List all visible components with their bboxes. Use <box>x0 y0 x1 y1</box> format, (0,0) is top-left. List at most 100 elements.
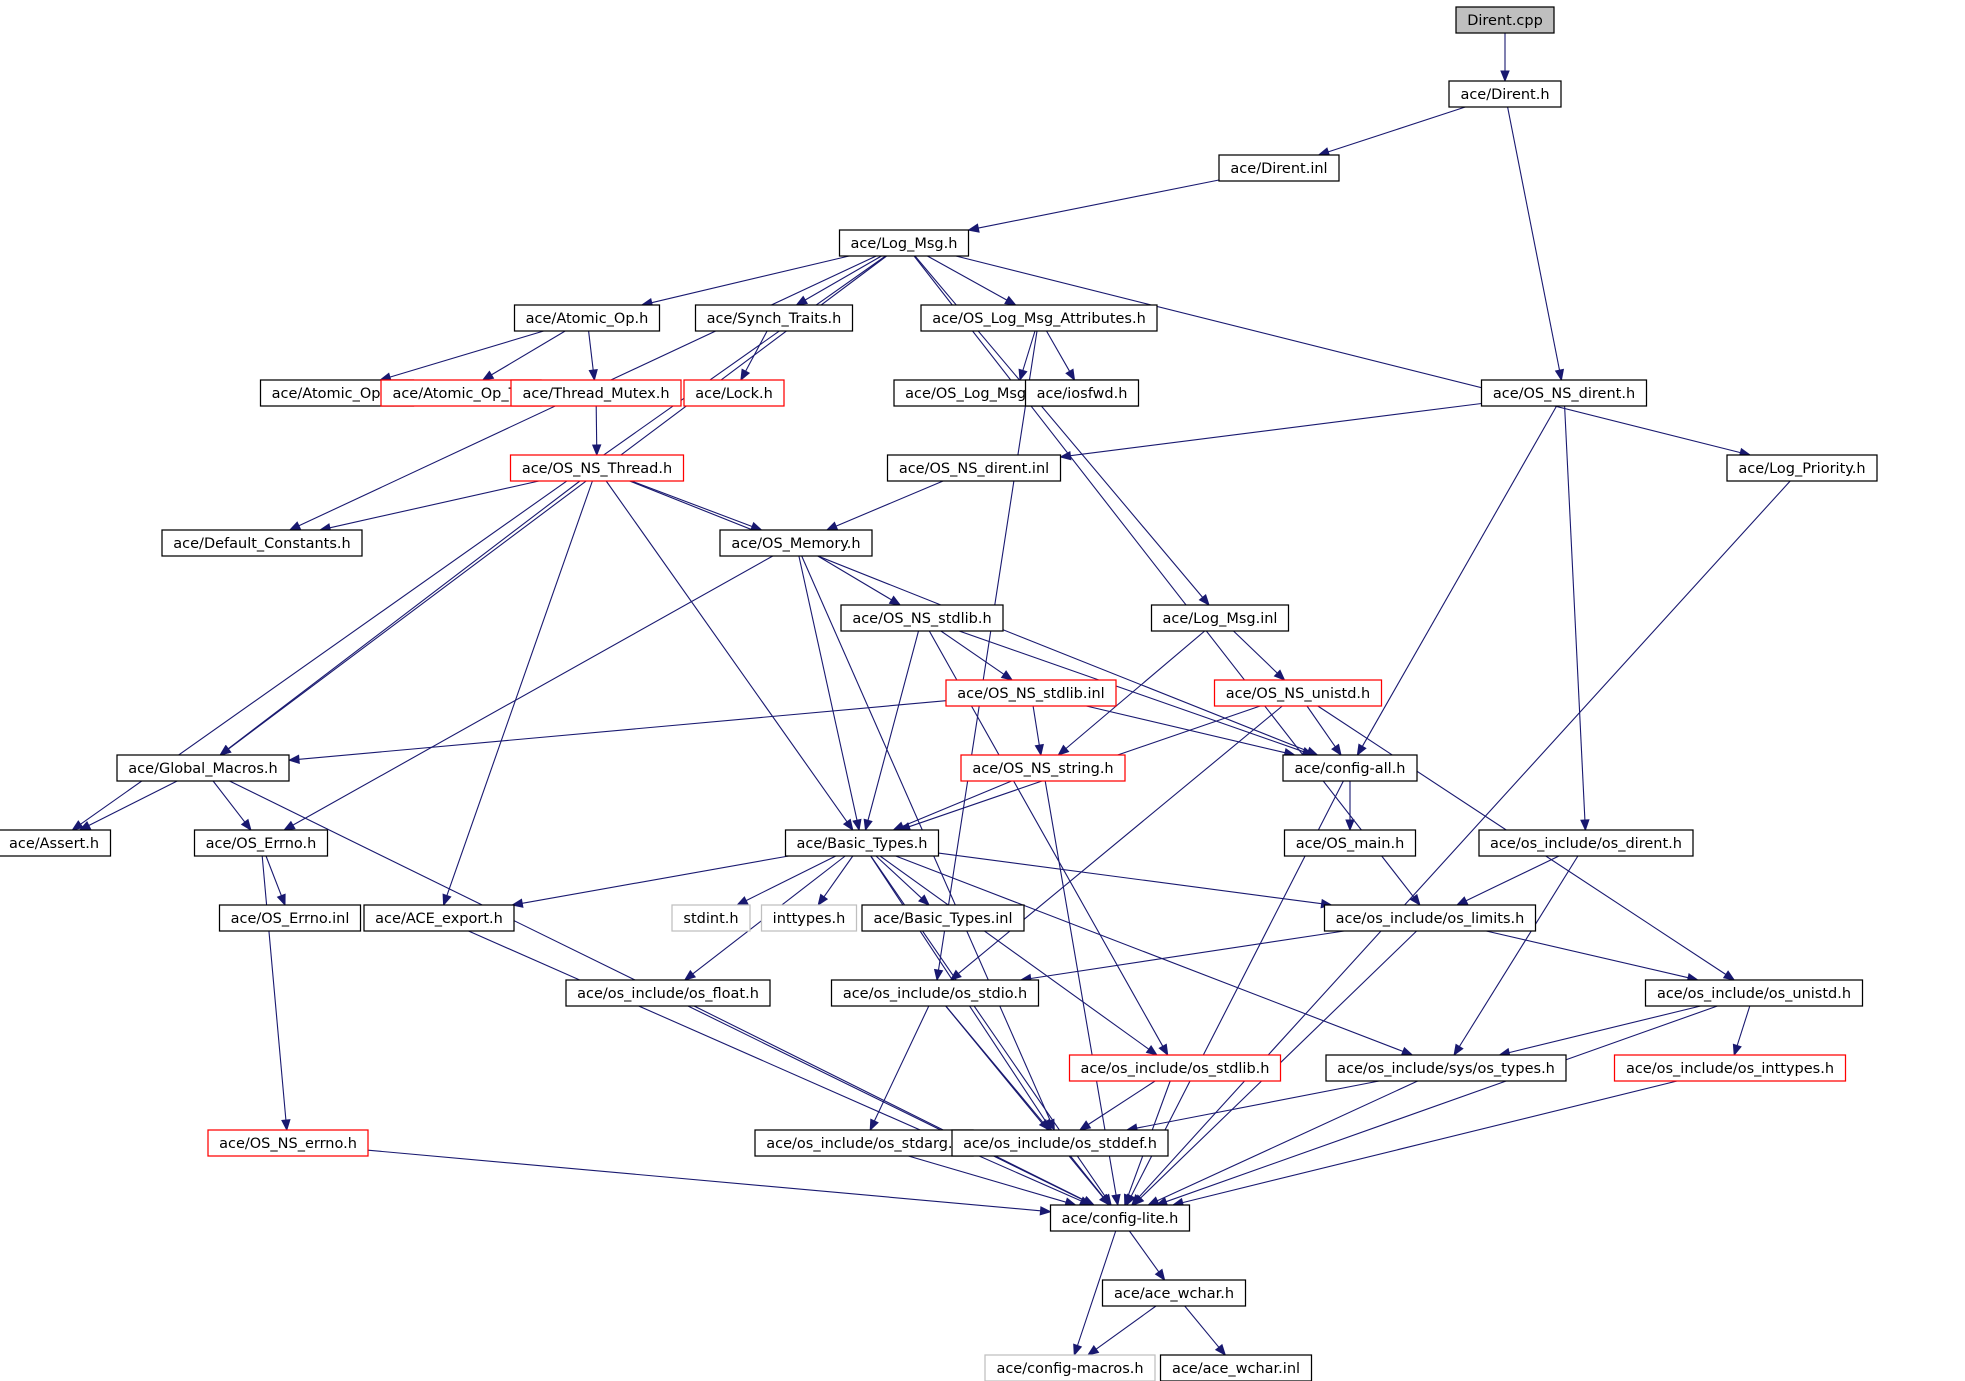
node-ace-assert-h[interactable]: ace/Assert.h <box>0 829 112 857</box>
edge-os_ns_thread_h-to-ace_export_h <box>446 480 593 896</box>
node-inttypes-h: inttypes.h <box>760 904 858 932</box>
node-label: ace/os_include/os_stddef.h <box>963 1136 1157 1152</box>
node-ace-config-all-h[interactable]: ace/config-all.h <box>1282 754 1418 782</box>
edge-ace_wchar_h-to-ace_wchar_inl <box>1184 1305 1220 1348</box>
arrowhead-basic_types_h-to-inttypes_h <box>817 893 829 907</box>
node-label: ace/os_include/os_dirent.h <box>1490 836 1682 852</box>
arrowhead-sys_os_types_h-to-config_lite_h <box>1147 1196 1160 1206</box>
node-ace-os-include-os-stdio-h[interactable]: ace/os_include/os_stdio.h <box>830 979 1040 1007</box>
node-label: ace/config-lite.h <box>1062 1211 1179 1227</box>
arrowhead-config_lite_h-to-ace_wchar_h <box>1154 1268 1166 1282</box>
arrowhead-os_ns_string_h-to-basic_types_h <box>892 821 905 831</box>
arrowhead-ace_wchar_h-to-ace_wchar_inl <box>1214 1343 1227 1357</box>
arrowhead-os_ns_unistd_h-to-config_all_h <box>1331 743 1342 757</box>
node-ace-config-lite-h[interactable]: ace/config-lite.h <box>1049 1204 1191 1232</box>
node-ace-os-include-os-dirent-h[interactable]: ace/os_include/os_dirent.h <box>1478 829 1694 857</box>
node-label: ace/Default_Constants.h <box>173 536 350 552</box>
edge-os_ns_dirent_h-to-os_dirent_h <box>1564 405 1586 821</box>
node-ace-os-main-h[interactable]: ace/OS_main.h <box>1283 829 1417 857</box>
node-box <box>1455 6 1555 34</box>
node-ace-os-ns-errno-h[interactable]: ace/OS_NS_errno.h <box>207 1129 369 1157</box>
node-box <box>1024 379 1140 407</box>
node-ace-os-include-os-float-h[interactable]: ace/os_include/os_float.h <box>565 979 771 1007</box>
node-ace-os-ns-thread-h[interactable]: ace/OS_NS_Thread.h <box>509 454 685 482</box>
arrowhead-atomic_op_h-to-atomic_op_t_h <box>481 370 495 381</box>
node-ace-os-ns-string-h[interactable]: ace/OS_NS_string.h <box>960 754 1126 782</box>
node-ace-basic-types-h[interactable]: ace/Basic_Types.h <box>784 829 940 857</box>
node-label: ace/Basic_Types.h <box>797 836 928 852</box>
arrowhead-basic_types_h-to-basic_types_inl <box>918 894 931 906</box>
node-ace-basic-types-inl[interactable]: ace/Basic_Types.inl <box>861 904 1025 932</box>
arrowhead-os_errno_h-to-os_errno_inl <box>276 893 286 907</box>
node-label: ace/Lock.h <box>695 386 773 402</box>
edge-os_stdio_h-to-config_lite_h <box>945 1005 1104 1198</box>
node-ace-dirent-inl[interactable]: ace/Dirent.inl <box>1218 154 1340 182</box>
arrowhead-basic_types_h-to-ace_export_h <box>510 898 524 908</box>
arrowhead-os_stdlib_h-to-os_stddef_h <box>1078 1120 1092 1131</box>
node-ace-log-priority-h[interactable]: ace/Log_Priority.h <box>1726 454 1878 482</box>
node-ace-os-memory-h[interactable]: ace/OS_Memory.h <box>719 529 873 557</box>
edge-os_stddef_h-to-config_lite_h <box>1069 1155 1104 1198</box>
node-box <box>1213 679 1383 707</box>
node-ace-os-ns-stdlib-inl[interactable]: ace/OS_NS_stdlib.inl <box>945 679 1117 707</box>
node-ace-global-macros-h[interactable]: ace/Global_Macros.h <box>116 754 290 782</box>
arrowhead-basic_types_h-to-os_stdlib_h <box>1145 1045 1158 1056</box>
edge-os_ns_thread_h-to-os_memory_h <box>631 480 753 528</box>
node-ace-log-msg-inl[interactable]: ace/Log_Msg.inl <box>1150 604 1290 632</box>
node-ace-log-msg-h[interactable]: ace/Log_Msg.h <box>838 229 970 257</box>
node-ace-ace-wchar-inl[interactable]: ace/ace_wchar.inl <box>1159 1354 1313 1381</box>
node-ace-os-ns-unistd-h[interactable]: ace/OS_NS_unistd.h <box>1213 679 1383 707</box>
node-label: ace/ACE_export.h <box>375 911 503 927</box>
node-ace-os-include-os-stdarg-h[interactable]: ace/os_include/os_stdarg.h <box>754 1129 974 1157</box>
node-ace-os-ns-dirent-h[interactable]: ace/OS_NS_dirent.h <box>1480 379 1648 407</box>
node-ace-atomic-op-h[interactable]: ace/Atomic_Op.h <box>513 304 661 332</box>
node-ace-os-include-os-unistd-h[interactable]: ace/os_include/os_unistd.h <box>1644 979 1864 1007</box>
arrowhead-os_memory_h-to-basic_types_h <box>852 818 862 832</box>
edge-sys_os_types_h-to-os_stddef_h <box>1136 1080 1380 1129</box>
arrowhead-os_log_msg_attr_h-to-iosfwd_h <box>1065 368 1076 382</box>
edge-synch_traits_h-to-lock_h <box>745 330 768 372</box>
node-label: ace/ace_wchar.h <box>1114 1286 1234 1302</box>
node-ace-os-include-os-inttypes-h[interactable]: ace/os_include/os_inttypes.h <box>1613 1054 1847 1082</box>
node-box <box>116 754 290 782</box>
node-label: ace/os_include/sys/os_types.h <box>1337 1061 1555 1077</box>
node-box <box>1726 454 1878 482</box>
node-ace-os-log-msg-attributes-h[interactable]: ace/OS_Log_Msg_Attributes.h <box>920 304 1158 332</box>
arrowhead-log_msg_inl-to-os_ns_string_h <box>1057 744 1070 756</box>
node-ace-os-ns-stdlib-h[interactable]: ace/OS_NS_stdlib.h <box>840 604 1004 632</box>
node-box <box>784 829 940 857</box>
node-ace-os-include-sys-os-types-h[interactable]: ace/os_include/sys/os_types.h <box>1325 1054 1567 1082</box>
arrowhead-os_ns_dirent_h-to-os_dirent_h <box>1580 819 1590 832</box>
arrowhead-os_stdio_h-to-os_stdarg_h <box>869 1118 879 1132</box>
node-ace-thread-mutex-h[interactable]: ace/Thread_Mutex.h <box>510 379 682 407</box>
node-ace-os-errno-inl[interactable]: ace/OS_Errno.inl <box>218 904 362 932</box>
node-label: ace/Global_Macros.h <box>128 761 277 777</box>
node-box <box>951 1129 1169 1157</box>
node-ace-lock-h[interactable]: ace/Lock.h <box>683 379 785 407</box>
node-ace-iosfwd-h[interactable]: ace/iosfwd.h <box>1024 379 1140 407</box>
node-ace-ace-export-h[interactable]: ace/ACE_export.h <box>363 904 515 932</box>
node-ace-os-errno-h[interactable]: ace/OS_Errno.h <box>193 829 329 857</box>
edge-os_errno_h-to-os_ns_errno_h <box>261 855 287 1121</box>
node-ace-os-ns-dirent-inl[interactable]: ace/OS_NS_dirent.inl <box>886 454 1062 482</box>
node-ace-default-constants-h[interactable]: ace/Default_Constants.h <box>161 529 363 557</box>
node-label: ace/Assert.h <box>9 836 99 852</box>
edge-basic_types_h-to-sys_os_types_h <box>895 855 1404 1052</box>
node-ace-synch-traits-h[interactable]: ace/Synch_Traits.h <box>694 304 854 332</box>
node-ace-os-include-os-stddef-h[interactable]: ace/os_include/os_stddef.h <box>951 1129 1169 1157</box>
node-ace-os-include-os-stdlib-h[interactable]: ace/os_include/os_stdlib.h <box>1068 1054 1282 1082</box>
edge-atomic_op_h-to-thread_mutex_h <box>588 330 594 371</box>
node-ace-dirent-h[interactable]: ace/Dirent.h <box>1448 80 1562 108</box>
arrowhead-os_ns_dirent_h-to-os_ns_dirent_inl <box>1059 451 1072 461</box>
node-ace-ace-wchar-h[interactable]: ace/ace_wchar.h <box>1101 1279 1247 1307</box>
node-box <box>754 1129 974 1157</box>
edge-os_errno_h-to-os_errno_inl <box>265 855 282 896</box>
node-dirent-cpp[interactable]: Dirent.cpp <box>1455 6 1555 34</box>
edge-os_ns_string_h-to-basic_types_h <box>902 780 1012 827</box>
node-box <box>886 454 1062 482</box>
node-ace-os-include-os-limits-h[interactable]: ace/os_include/os_limits.h <box>1323 904 1537 932</box>
edge-global_macros_h-to-assert_h <box>88 780 178 826</box>
node-label: ace/os_include/os_float.h <box>577 986 759 1002</box>
node-box <box>984 1354 1156 1381</box>
